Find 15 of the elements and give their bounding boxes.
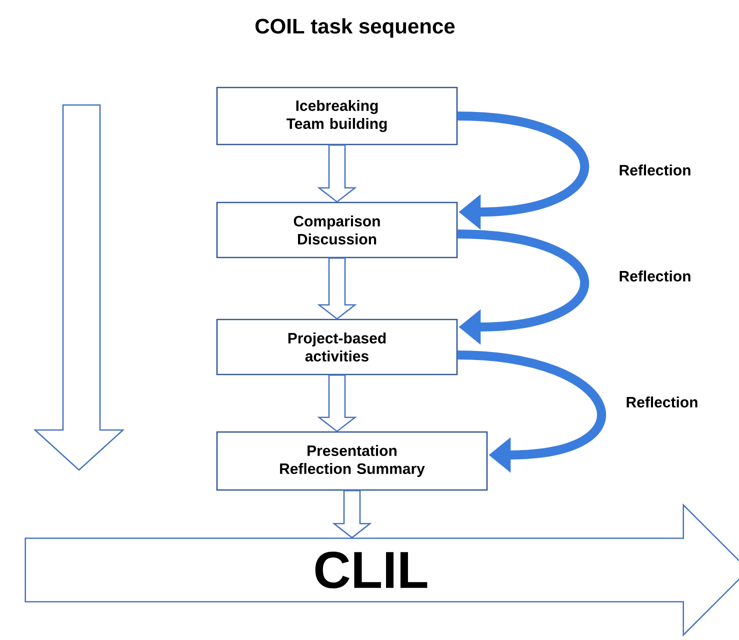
curved-arrow — [457, 350, 606, 473]
curved-arrow — [457, 112, 589, 230]
process-box: Project-based activities — [216, 318, 458, 376]
edge-label: Reflection — [618, 163, 692, 176]
curved-arrow — [457, 230, 589, 345]
process-box: Presentation Reflection Summary — [216, 431, 488, 491]
arrow — [317, 374, 357, 432]
process-box: Icebreaking Team building — [216, 86, 458, 146]
edge-label: Reflection — [618, 269, 692, 282]
arrow — [317, 258, 357, 320]
title: COIL task sequence — [256, 18, 455, 38]
arrow — [332, 490, 372, 538]
arrow — [317, 144, 357, 203]
edge-label: Reflection — [624, 396, 700, 408]
process-box: Comparison Discussion — [216, 202, 458, 258]
